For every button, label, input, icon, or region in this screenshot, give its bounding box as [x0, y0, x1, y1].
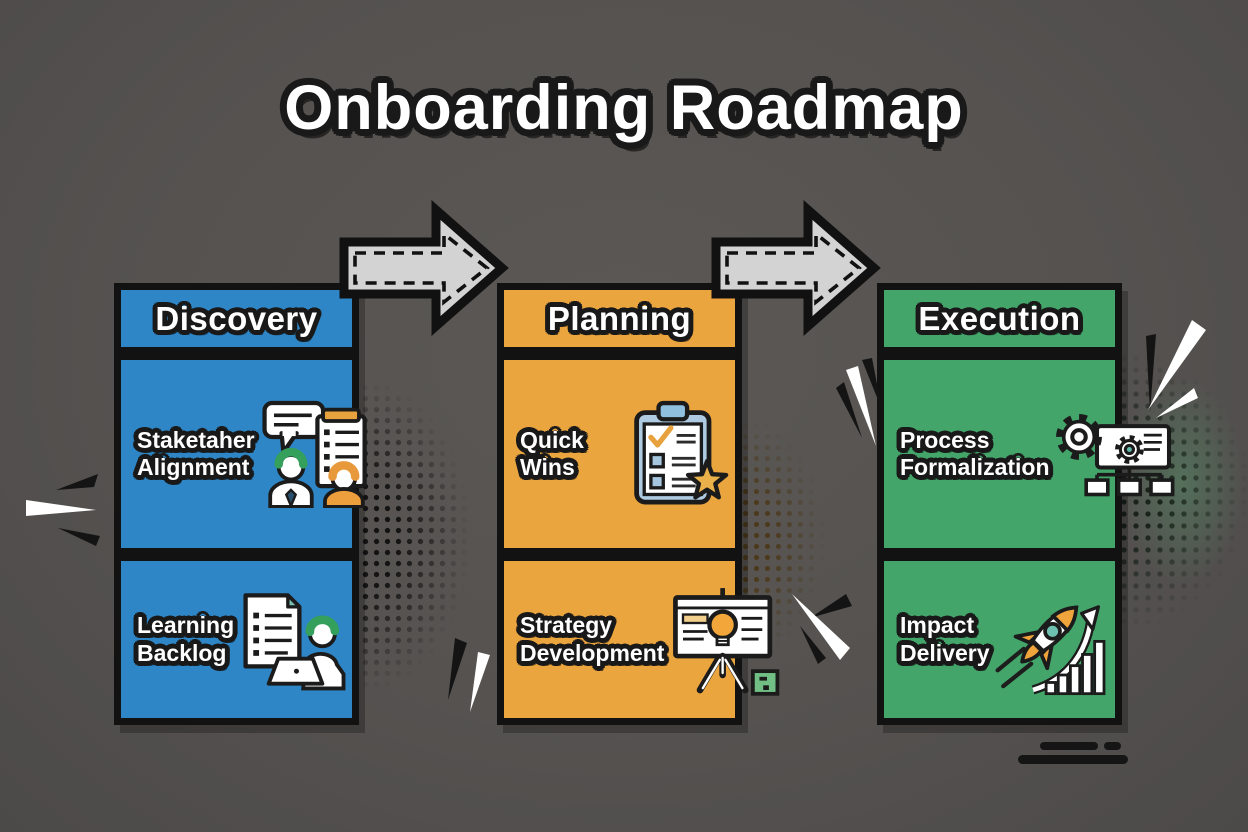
emphasis-spikes-execution-right	[1146, 320, 1206, 418]
column-divider	[504, 347, 735, 360]
column-header-planning: Planning	[504, 290, 735, 347]
accent-line-dot	[1104, 742, 1121, 750]
cell-label: Staketaher Alignment	[137, 426, 255, 480]
accent-line-short	[1040, 742, 1098, 750]
cell-label: Quick Wins	[520, 426, 584, 480]
column-title: Execution	[918, 299, 1081, 337]
emphasis-spikes-planning-right	[792, 594, 852, 664]
column-header-execution: Execution	[884, 290, 1115, 347]
cell-label: Strategy Development	[520, 612, 665, 666]
column-planning: Planning Quick Wins Strateg	[497, 283, 780, 725]
cell-learning-backlog: Learning Backlog	[121, 561, 352, 718]
cell-label: Impact Delivery	[900, 612, 990, 666]
column-header-discovery: Discovery	[121, 290, 352, 347]
column-divider	[121, 347, 352, 360]
flow-arrow-discovery-to-planning	[339, 200, 509, 336]
process-formalization-icon	[1055, 413, 1174, 497]
column-execution: Execution Process Formalization	[877, 283, 1174, 725]
halftone-dots-discovery	[360, 382, 468, 690]
page-title: Onboarding Roadmap	[284, 73, 964, 143]
column-title: Planning	[547, 299, 692, 337]
cell-label: Process Formalization	[900, 426, 1050, 480]
column-divider	[121, 548, 352, 561]
emphasis-spikes-left	[26, 474, 100, 546]
emphasis-spikes-planning-bottom	[448, 638, 490, 712]
column-divider	[884, 347, 1115, 360]
column-divider	[884, 548, 1115, 561]
impact-delivery-icon	[995, 604, 1105, 695]
accent-line-long	[1018, 755, 1128, 764]
column-discovery: Discovery Staketaher Alignment	[114, 283, 367, 725]
column-title: Discovery	[155, 299, 318, 337]
cell-process-formalization: Process Formalization	[884, 360, 1174, 548]
cell-stakeholder-alignment: Staketaher Alignment	[121, 360, 367, 548]
cell-impact-delivery: Impact Delivery	[884, 561, 1115, 718]
column-divider	[504, 548, 735, 561]
cell-strategy-development: Strategy Development	[504, 561, 780, 718]
cell-quick-wins: Quick Wins	[504, 360, 735, 548]
strategy-development-icon	[673, 587, 780, 696]
emphasis-spikes-execution-top	[836, 358, 882, 446]
quick-wins-icon	[634, 400, 729, 505]
flow-arrow-planning-to-execution	[711, 200, 881, 336]
cell-label: Learning Backlog	[137, 612, 235, 666]
stakeholder-alignment-icon	[262, 400, 367, 508]
learning-backlog-icon	[243, 592, 346, 690]
